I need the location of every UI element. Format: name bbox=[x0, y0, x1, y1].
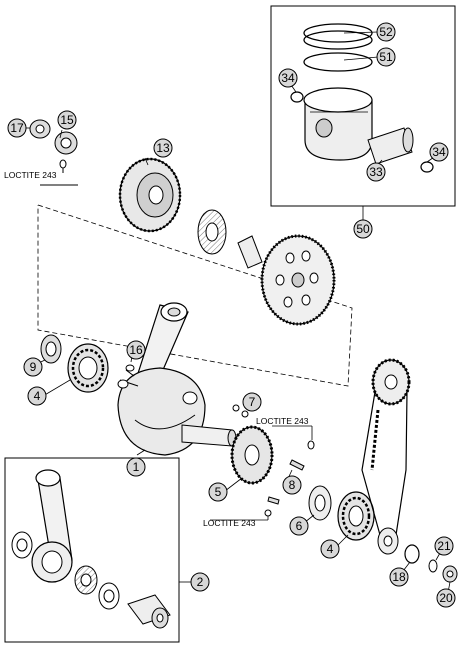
nut-20 bbox=[442, 565, 458, 583]
circlip-left bbox=[290, 91, 304, 103]
callout-50: 50 bbox=[353, 219, 373, 239]
washer-6 bbox=[308, 485, 332, 521]
callout-6: 6 bbox=[289, 516, 309, 536]
svg-text:20: 20 bbox=[439, 591, 453, 605]
callout-4-left: 4 bbox=[27, 386, 47, 406]
callout-16: 16 bbox=[126, 340, 146, 360]
callout-18: 18 bbox=[389, 567, 409, 587]
crank-pin-small bbox=[125, 364, 135, 377]
thrust-washer-left bbox=[11, 531, 33, 559]
svg-text:21: 21 bbox=[437, 539, 451, 553]
callout-34-left: 34 bbox=[278, 68, 298, 88]
leader-lines bbox=[26, 31, 451, 599]
svg-text:52: 52 bbox=[379, 25, 393, 39]
svg-text:7: 7 bbox=[249, 395, 256, 409]
svg-text:4: 4 bbox=[34, 389, 41, 403]
callout-13: 13 bbox=[153, 138, 173, 158]
svg-text:4: 4 bbox=[327, 542, 334, 556]
svg-text:50: 50 bbox=[356, 222, 370, 236]
svg-text:34: 34 bbox=[432, 145, 446, 159]
callout-1: 1 bbox=[126, 457, 146, 477]
svg-text:18: 18 bbox=[392, 570, 406, 584]
washer-21 bbox=[428, 559, 438, 573]
svg-text:15: 15 bbox=[60, 113, 74, 127]
callout-7: 7 bbox=[242, 392, 262, 412]
callout-8: 8 bbox=[282, 475, 302, 495]
svg-text:16: 16 bbox=[129, 343, 143, 357]
loctite-note-bottom-mid: LOCTITE 243 bbox=[203, 518, 256, 528]
ball-bearing-right bbox=[337, 491, 375, 541]
callout-2: 2 bbox=[190, 572, 210, 592]
svg-text:6: 6 bbox=[296, 519, 303, 533]
camshaft-sprocket bbox=[371, 358, 411, 406]
callout-51: 51 bbox=[376, 47, 396, 67]
needle-bearing bbox=[197, 209, 227, 255]
seal-left bbox=[40, 334, 62, 364]
callout-34-right: 34 bbox=[429, 142, 449, 162]
crank-group-dash-outline bbox=[37, 204, 353, 387]
loctite-note-mid-right: LOCTITE 243 bbox=[256, 416, 309, 426]
spacer-sleeve bbox=[237, 235, 263, 269]
svg-text:1: 1 bbox=[133, 460, 140, 474]
circlip-18 bbox=[404, 544, 420, 564]
balancer-gear bbox=[260, 234, 336, 326]
thrust-washer-right bbox=[98, 582, 120, 610]
callout-33: 33 bbox=[366, 162, 386, 182]
svg-text:51: 51 bbox=[379, 50, 393, 64]
callout-9: 9 bbox=[23, 357, 43, 377]
screw-small bbox=[264, 496, 280, 517]
svg-text:17: 17 bbox=[10, 121, 24, 135]
piston bbox=[303, 87, 373, 161]
loctite-note-top-left: LOCTITE 243 bbox=[4, 170, 57, 180]
callout-20: 20 bbox=[436, 588, 456, 608]
connecting-rod bbox=[31, 469, 73, 583]
shim-ring-17 bbox=[29, 119, 51, 139]
primary-gear-13 bbox=[118, 157, 182, 233]
svg-text:13: 13 bbox=[156, 141, 170, 155]
timing-chain bbox=[361, 391, 408, 536]
svg-text:8: 8 bbox=[289, 478, 296, 492]
chain-sprocket-lower bbox=[377, 527, 399, 555]
crank-pin bbox=[127, 594, 171, 629]
svg-text:9: 9 bbox=[30, 360, 37, 374]
callout-5: 5 bbox=[208, 482, 228, 502]
callout-17: 17 bbox=[7, 118, 27, 138]
woodruff-key-7 bbox=[232, 404, 249, 418]
piston-pin bbox=[367, 127, 414, 165]
small-pin bbox=[59, 159, 67, 169]
callout-4-right: 4 bbox=[320, 539, 340, 559]
svg-text:34: 34 bbox=[281, 71, 295, 85]
svg-text:5: 5 bbox=[215, 485, 222, 499]
circlip-right bbox=[420, 161, 434, 173]
svg-text:33: 33 bbox=[369, 165, 383, 179]
screw-8 bbox=[289, 440, 315, 471]
callout-15: 15 bbox=[57, 110, 77, 130]
ball-bearing-left bbox=[67, 343, 109, 393]
crankshaft-1 bbox=[117, 302, 237, 456]
callout-52: 52 bbox=[376, 22, 396, 42]
conrod-needle-bearing bbox=[74, 565, 98, 595]
seal-15 bbox=[54, 131, 78, 155]
timing-gear-5 bbox=[230, 425, 274, 485]
callout-21: 21 bbox=[434, 536, 454, 556]
piston-rings bbox=[303, 23, 373, 72]
svg-text:2: 2 bbox=[197, 575, 204, 589]
